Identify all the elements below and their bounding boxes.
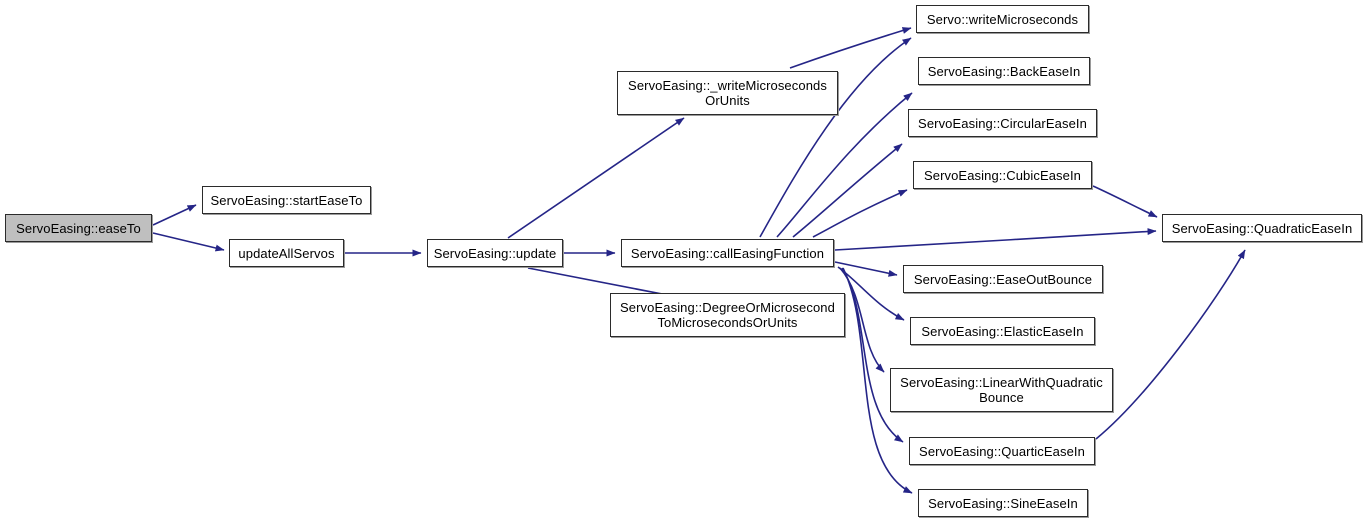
graph-node-easeOutBounce[interactable]: ServoEasing::EaseOutBounce <box>903 265 1103 293</box>
graph-node-cubicEaseIn[interactable]: ServoEasing::CubicEaseIn <box>913 161 1092 189</box>
call-edge <box>507 117 685 239</box>
graph-node-callEasingFunction[interactable]: ServoEasing::callEasingFunction <box>621 239 834 267</box>
call-edge <box>1095 249 1246 440</box>
call-edge <box>1092 185 1158 218</box>
graph-node-label: Servo::writeMicroseconds <box>926 11 1079 27</box>
graph-node-quadraticEaseIn[interactable]: ServoEasing::QuadraticEaseIn <box>1162 214 1362 242</box>
call-edge <box>834 228 1157 251</box>
graph-node-servoWriteMicroseconds[interactable]: Servo::writeMicroseconds <box>916 5 1089 33</box>
graph-node-degreeOrMicrosecondToMicrosecondsOrUnits[interactable]: ServoEasing::DegreeOrMicrosecond ToMicro… <box>610 293 845 337</box>
graph-node-updateAllServos[interactable]: updateAllServos <box>229 239 344 267</box>
graph-node-backEaseIn[interactable]: ServoEasing::BackEaseIn <box>918 57 1090 85</box>
graph-node-label: ServoEasing::CircularEaseIn <box>918 115 1087 131</box>
graph-node-label: ServoEasing::update <box>433 245 557 261</box>
graph-node-label: ServoEasing::BackEaseIn <box>927 63 1081 79</box>
call-edge <box>839 267 885 373</box>
graph-node-label: ServoEasing::LinearWithQuadratic Bounce <box>900 375 1103 405</box>
call-edge <box>152 232 225 252</box>
graph-node-label: ServoEasing::DegreeOrMicrosecond ToMicro… <box>620 300 835 330</box>
call-edge <box>837 266 905 321</box>
graph-node-circularEaseIn[interactable]: ServoEasing::CircularEaseIn <box>908 109 1097 137</box>
call-edge <box>834 261 898 277</box>
graph-node-label: ServoEasing::QuadraticEaseIn <box>1171 220 1353 236</box>
call-edge <box>152 204 197 226</box>
graph-node-label: ServoEasing::CubicEaseIn <box>923 167 1082 183</box>
call-edge <box>789 27 912 69</box>
graph-node-writeMicrosecondsOrUnits[interactable]: ServoEasing::_writeMicroseconds OrUnits <box>617 71 838 115</box>
graph-node-label: ServoEasing::startEaseTo <box>210 192 363 208</box>
graph-node-label: ServoEasing::_writeMicroseconds OrUnits <box>628 78 827 108</box>
call-edge <box>759 37 912 238</box>
graph-node-sineEaseIn[interactable]: ServoEasing::SineEaseIn <box>918 489 1088 517</box>
call-edge <box>792 143 903 238</box>
graph-node-update[interactable]: ServoEasing::update <box>427 239 563 267</box>
call-edge <box>812 189 908 238</box>
graph-node-easeTo[interactable]: ServoEasing::easeTo <box>5 214 152 242</box>
graph-node-label: ServoEasing::easeTo <box>16 220 141 236</box>
graph-node-label: ServoEasing::ElasticEaseIn <box>921 323 1084 339</box>
graph-node-label: ServoEasing::QuarticEaseIn <box>919 443 1085 459</box>
graph-node-label: updateAllServos <box>238 245 335 261</box>
graph-node-label: ServoEasing::callEasingFunction <box>630 245 825 261</box>
graph-node-quarticEaseIn[interactable]: ServoEasing::QuarticEaseIn <box>909 437 1095 465</box>
graph-node-elasticEaseIn[interactable]: ServoEasing::ElasticEaseIn <box>910 317 1095 345</box>
graph-node-label: ServoEasing::SineEaseIn <box>928 495 1078 511</box>
graph-node-label: ServoEasing::EaseOutBounce <box>913 271 1093 287</box>
graph-node-startEaseTo[interactable]: ServoEasing::startEaseTo <box>202 186 371 214</box>
call-edge <box>841 267 904 443</box>
graph-node-linearWithQuadraticBounce[interactable]: ServoEasing::LinearWithQuadratic Bounce <box>890 368 1113 412</box>
